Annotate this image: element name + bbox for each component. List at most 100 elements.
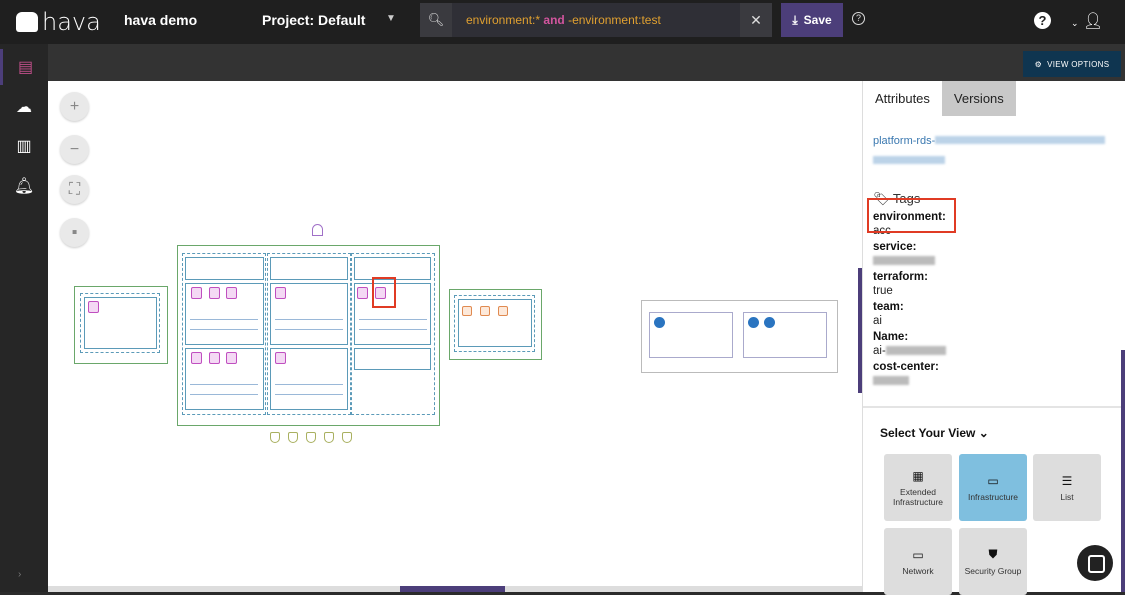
view-label: Security Group	[964, 566, 1022, 576]
fit-to-screen-icon[interactable]: ⛶	[60, 175, 89, 204]
tab-versions[interactable]: Versions	[941, 81, 1016, 116]
search-bar[interactable]: 🔍︎ environment:* and -environment:test ✕	[420, 3, 772, 37]
rds-icon[interactable]	[191, 287, 202, 299]
clear-search-icon[interactable]: ✕	[750, 11, 762, 28]
reset-view-icon[interactable]: ▪	[60, 218, 89, 247]
zoom-in-button[interactable]: +	[60, 92, 89, 121]
rds-icon[interactable]	[275, 287, 286, 299]
panel-resize-handle[interactable]	[858, 268, 862, 393]
sidebar-item-reports[interactable]: ▥	[0, 128, 48, 164]
subnet-box	[743, 312, 827, 358]
tag-key: environment:	[873, 211, 946, 223]
top-bar: hava hava demo Project: Default ▼ 🔍︎ env…	[0, 0, 1125, 44]
scrollbar-thumb[interactable]	[400, 586, 505, 592]
search-help-icon[interactable]: ?	[852, 12, 865, 25]
s3-bucket-icon[interactable]	[342, 432, 352, 443]
label-line	[275, 394, 343, 395]
toolbar	[48, 44, 1125, 81]
lambda-icon[interactable]	[498, 306, 508, 316]
endpoint-icon[interactable]	[764, 317, 775, 328]
label-line	[190, 329, 258, 330]
help-icon[interactable]: ?	[1034, 12, 1051, 29]
save-button[interactable]: ⤓Save	[781, 3, 843, 37]
logo-text: hava	[42, 8, 101, 36]
view-extended-infrastructure[interactable]: ▦Extended Infrastructure	[884, 454, 952, 521]
view-security-group[interactable]: ⛊Security Group	[959, 528, 1027, 595]
redacted-text	[885, 346, 946, 356]
tag-value	[873, 375, 1118, 389]
tab-attributes[interactable]: Attributes	[863, 81, 942, 116]
rds-icon[interactable]	[191, 352, 202, 364]
s3-bucket-icon[interactable]	[270, 432, 280, 443]
download-icon: ⤓	[792, 12, 798, 27]
rds-icon[interactable]	[209, 287, 220, 299]
subnet-box	[80, 293, 160, 353]
vpc-box[interactable]	[74, 286, 168, 364]
tag-value: ai	[873, 315, 882, 327]
subnet-box	[649, 312, 733, 358]
region-box[interactable]	[641, 300, 838, 373]
view-label: Infrastructure	[967, 491, 1019, 502]
view-infrastructure[interactable]: ▭ Infrastructure	[959, 454, 1027, 521]
user-menu-icon[interactable]: ⌄ 👤︎	[1071, 13, 1104, 30]
sidebar-item-sources[interactable]: ☁	[0, 89, 48, 125]
s3-bucket-icon[interactable]	[288, 432, 298, 443]
diagram-canvas[interactable]: + − ⛶ ▪	[48, 81, 862, 586]
view-network[interactable]: ▭Network	[884, 528, 952, 595]
rds-icon[interactable]	[357, 287, 368, 299]
sidebar-item-alerts[interactable]: 🔔︎	[0, 168, 48, 204]
redacted-text	[873, 155, 945, 164]
search-input[interactable]: environment:* and -environment:test	[452, 3, 740, 37]
view-options-button[interactable]: ⚙VIEW OPTIONS	[1023, 51, 1121, 77]
rds-icon[interactable]	[275, 352, 286, 364]
rds-icon[interactable]	[226, 287, 237, 299]
attributes-content: platform-rds- 🏷︎ Tags environment: acc s…	[873, 131, 1118, 389]
laptop-icon: ▭	[987, 473, 999, 488]
tag-highlight	[867, 198, 956, 233]
tags-list: environment: acc service: terraform: tru…	[873, 211, 1118, 389]
subnet-box	[185, 283, 264, 345]
label-line	[190, 384, 258, 385]
query-term: environment:*	[466, 13, 541, 27]
lambda-icon[interactable]	[462, 306, 472, 316]
endpoint-icon[interactable]	[748, 317, 759, 328]
tag-key: terraform:	[873, 271, 928, 283]
endpoint-icon[interactable]	[654, 317, 665, 328]
divider	[863, 406, 1125, 408]
label-line	[275, 384, 343, 385]
rds-icon[interactable]	[226, 352, 237, 364]
project-selector[interactable]: Project: Default	[262, 12, 366, 28]
horizontal-scrollbar[interactable]	[48, 586, 862, 592]
label-line	[359, 329, 427, 330]
hava-logo[interactable]: hava	[16, 8, 101, 36]
label-line	[275, 329, 343, 330]
panel-scrollbar[interactable]	[1121, 350, 1125, 592]
select-view-label: Select Your View	[880, 426, 976, 440]
caret-down-icon[interactable]: ▼	[386, 13, 396, 24]
vpc-box[interactable]	[177, 245, 440, 426]
view-list[interactable]: ☰List	[1033, 454, 1101, 521]
select-view-dropdown[interactable]: Select Your View ⌄	[880, 426, 989, 440]
chat-launcher-icon[interactable]	[1077, 545, 1113, 581]
s3-bucket-icon[interactable]	[324, 432, 334, 443]
gateway-icon[interactable]	[312, 224, 323, 236]
rds-icon[interactable]	[88, 301, 99, 313]
rds-icon[interactable]	[375, 287, 386, 299]
subnet-box	[270, 348, 348, 410]
vpc-box[interactable]	[449, 289, 542, 360]
resource-link[interactable]: platform-rds-	[873, 135, 936, 147]
rds-icon[interactable]	[209, 352, 220, 364]
tag-value: ai-	[873, 345, 1118, 359]
view-label: Extended Infrastructure	[892, 486, 944, 507]
redacted-text	[873, 256, 935, 266]
attributes-panel: Attributes Versions platform-rds- 🏷︎ Tag…	[862, 81, 1125, 595]
account-name[interactable]: hava demo	[124, 12, 198, 28]
s3-bucket-icon[interactable]	[306, 432, 316, 443]
expand-sidebar-icon[interactable]: ›	[18, 569, 22, 580]
zoom-out-button[interactable]: −	[60, 135, 89, 164]
lambda-icon[interactable]	[480, 306, 490, 316]
tag-value: true	[873, 285, 893, 297]
list-icon: ☰	[1061, 473, 1073, 488]
subnet-box	[185, 348, 264, 410]
sidebar-item-diagrams[interactable]: ▤	[0, 49, 48, 85]
